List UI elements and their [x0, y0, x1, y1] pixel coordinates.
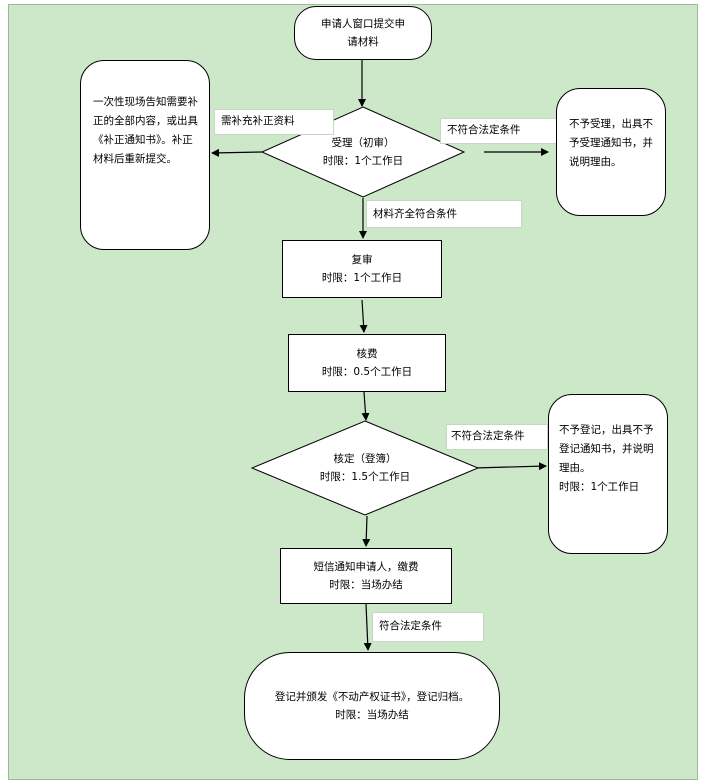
arrow-accept-to-left-note	[211, 148, 263, 157]
accept-decision-text: 受理（初审） 时限：1个工作日	[290, 134, 436, 170]
review-limit: 时限：1个工作日	[321, 272, 403, 284]
start-node: 申请人窗口提交申请材料	[294, 6, 432, 60]
arrow-review-to-fee	[359, 299, 368, 333]
start-node-text: 申请人窗口提交申请材料	[321, 18, 405, 48]
fee-limit: 时限：0.5个工作日	[321, 366, 413, 378]
label-need-supplement-text: 需补充补正资料	[221, 115, 295, 127]
label-not-legal-1-text: 不符合法定条件	[447, 124, 521, 136]
label-not-legal-2: 不符合法定条件	[446, 424, 548, 450]
end-node: 登记并颁发《不动产权证书》，登记归档。 时限：当场办结	[244, 652, 500, 760]
supplement-notice-text: 一次性现场告知需要补正的全部内容，或出具《补正通知书》。补正材料后重新提交。	[93, 96, 198, 165]
fee-title: 核费	[356, 348, 378, 360]
arrow-sms-to-end	[363, 603, 372, 651]
fee-node: 核费 时限：0.5个工作日	[288, 334, 446, 392]
label-legal-text: 符合法定条件	[379, 620, 442, 632]
accept-limit: 时限：1个工作日	[322, 155, 404, 167]
supplement-notice-node: 一次性现场告知需要补正的全部内容，或出具《补正通知书》。补正材料后重新提交。	[80, 60, 210, 250]
label-legal: 符合法定条件	[372, 612, 484, 642]
reject-register-node: 不予登记，出具不予登记通知书，并说明理由。 时限：1个工作日	[548, 394, 668, 554]
sms-node: 短信通知申请人，缴费 时限：当场办结	[280, 548, 452, 604]
end-limit: 时限：当场办结	[335, 709, 409, 721]
review-title: 复审	[351, 254, 373, 266]
label-need-supplement: 需补充补正资料	[214, 109, 334, 135]
label-not-legal-1: 不符合法定条件	[440, 118, 558, 144]
arrow-verify-to-reject	[473, 462, 547, 471]
review-node: 复审 时限：1个工作日	[282, 240, 442, 298]
verify-limit: 时限：1.5个工作日	[319, 471, 411, 483]
label-materials-complete: 材料齐全符合条件	[366, 200, 522, 228]
accept-title: 受理（初审）	[331, 137, 395, 149]
reject-accept-text: 不予受理，出具不予受理通知书，并说明理由。	[569, 118, 653, 168]
reject-register-limit: 时限：1个工作日	[559, 481, 640, 493]
arrow-verify-to-sms	[362, 515, 371, 547]
arrow-fee-to-verify	[361, 391, 370, 421]
reject-register-text: 不予登记，出具不予登记通知书，并说明理由。	[559, 424, 654, 474]
verify-decision-text: 核定（登簿） 时限：1.5个工作日	[292, 450, 438, 486]
verify-decision-diamond	[250, 420, 480, 516]
label-materials-complete-text: 材料齐全符合条件	[373, 208, 457, 220]
end-title: 登记并颁发《不动产权证书》，登记归档。	[274, 691, 470, 703]
sms-limit: 时限：当场办结	[329, 579, 403, 591]
reject-accept-node: 不予受理，出具不予受理通知书，并说明理由。	[556, 88, 666, 216]
label-not-legal-2-text: 不符合法定条件	[451, 430, 525, 442]
sms-title: 短信通知申请人，缴费	[313, 561, 419, 573]
verify-title: 核定（登簿）	[333, 453, 397, 465]
